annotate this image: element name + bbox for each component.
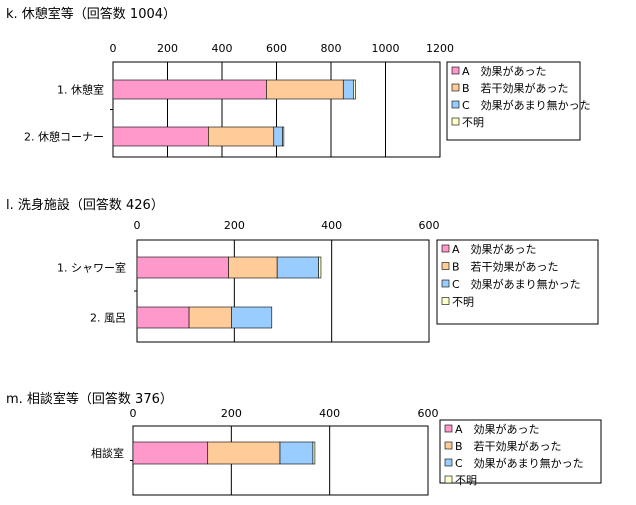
bar-segment	[207, 441, 281, 465]
tick-label: 600	[419, 219, 440, 232]
legend-label: C 効果があまり無かった	[452, 277, 581, 291]
bar-segment	[208, 126, 275, 147]
bar-segment	[136, 256, 229, 279]
bar-segment	[342, 79, 354, 100]
legend-swatch	[441, 244, 450, 253]
legend-swatch	[451, 66, 460, 75]
legend-swatch	[451, 117, 460, 126]
legend-label: B 若干効果があった	[452, 260, 559, 274]
legend-label: 不明	[462, 116, 484, 129]
chart-title: l. 洗身施設（回答数 426）	[6, 197, 164, 213]
legend-label: A 効果があった	[455, 422, 540, 436]
bar-segment	[312, 441, 316, 465]
tick-label: 600	[266, 42, 287, 55]
bar-segment	[318, 256, 322, 279]
category-label: 相談室	[91, 446, 124, 460]
legend	[436, 239, 599, 325]
bar-segment	[273, 126, 283, 147]
tick-label: 0	[110, 42, 117, 55]
bar-segment	[279, 441, 314, 465]
bar-segment	[112, 79, 267, 100]
bar-segment	[276, 256, 319, 279]
category-label: 2. 風呂	[90, 312, 126, 325]
bar-segment	[266, 79, 344, 100]
tick-label: 0	[134, 219, 141, 232]
tick-label: 200	[221, 407, 242, 420]
bar-segment	[112, 126, 209, 147]
legend-swatch	[444, 441, 453, 450]
legend-swatch	[444, 458, 453, 467]
legend-swatch	[441, 279, 450, 288]
tick-label: 1000	[372, 42, 400, 55]
legend-swatch	[441, 262, 450, 270]
legend	[446, 61, 581, 141]
legend-label: B 若干効果があった	[455, 439, 562, 453]
legend-label: 不明	[452, 296, 474, 309]
category-label: 1. シャワー室	[57, 261, 126, 275]
tick-label: 200	[224, 219, 245, 232]
legend-swatch	[444, 475, 453, 484]
legend	[439, 419, 602, 484]
tick-label: 400	[212, 42, 233, 55]
bar-segment	[353, 79, 356, 100]
legend-label: A 効果があった	[452, 242, 537, 256]
chart-title: k. 休憩室等（回答数 1004）	[6, 6, 176, 22]
legend-label: 不明	[455, 474, 477, 487]
tick-label: 600	[418, 407, 439, 420]
tick-label: 1200	[426, 42, 454, 55]
bar-segment	[188, 306, 232, 329]
bar-segment	[231, 306, 273, 329]
legend-label: B 若干効果があった	[462, 81, 569, 95]
legend-label: C 効果があまり無かった	[462, 98, 591, 112]
legend-swatch	[444, 424, 453, 433]
bar-segment	[228, 256, 278, 279]
tick-label: 400	[319, 407, 340, 420]
bar-segment	[132, 441, 209, 465]
legend-label: C 効果があまり無かった	[455, 456, 584, 470]
category-label: 1. 休憩室	[57, 83, 104, 97]
tick-label: 0	[130, 407, 137, 420]
bar-segment	[282, 126, 285, 147]
legend-swatch	[441, 297, 450, 305]
tick-label: 400	[321, 219, 342, 232]
category-label: 2. 休憩コーナー	[24, 130, 104, 144]
tick-label: 200	[157, 42, 178, 55]
chart-title: m. 相談室等（回答数 376）	[6, 391, 173, 407]
bar-segment	[136, 306, 190, 329]
legend-label: A 効果があった	[462, 64, 547, 78]
legend-swatch	[451, 100, 460, 109]
tick-label: 800	[321, 42, 342, 55]
legend-swatch	[451, 83, 460, 92]
